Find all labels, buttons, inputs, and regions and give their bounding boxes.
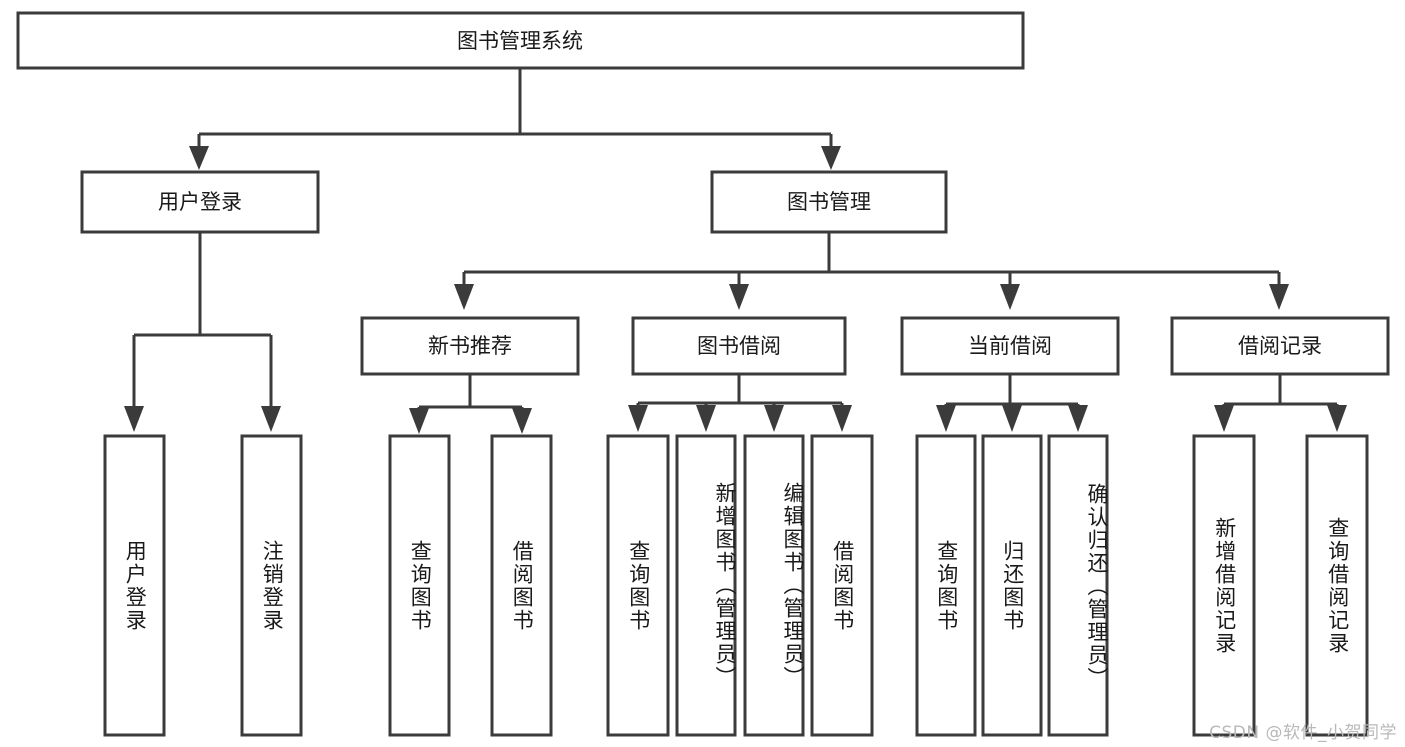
leaf-query-book-1-box[interactable] [388, 434, 451, 737]
node-user-login-label: 用户登录 [158, 190, 242, 214]
arrowhead-leaf-borrow-book-1 [512, 408, 532, 434]
node-borrow-record[interactable]: 借阅记录 [1170, 316, 1390, 376]
arrowhead-leaf-query-book-2 [628, 405, 648, 432]
leaf-logout-box[interactable] [240, 434, 303, 737]
leaf-add-record-box[interactable] [1192, 434, 1256, 737]
leaf-confirm-return-box[interactable] [1047, 434, 1109, 737]
node-book-borrow-label: 图书借阅 [697, 334, 781, 358]
arrowhead-leaf-add-record [1214, 405, 1234, 432]
node-root-box[interactable] [16, 11, 1025, 70]
node-current-borrow-box[interactable] [900, 316, 1120, 376]
node-current-borrow-label: 当前借阅 [968, 334, 1052, 358]
node-borrow-record-label: 借阅记录 [1238, 334, 1322, 358]
node-new-book-recommend[interactable]: 新书推荐 [360, 316, 580, 376]
node-root-label: 图书管理系统 [457, 29, 583, 53]
leaf-query-book-2-box[interactable] [606, 434, 670, 737]
arrowhead-leaf-user-login [124, 406, 144, 432]
leaf-borrow-book-2-box[interactable] [810, 434, 874, 737]
arrowhead-leaf-query-book-1 [409, 408, 429, 434]
leaf-borrow-book-1-box[interactable] [490, 434, 553, 737]
arrowhead-book-management [821, 146, 841, 170]
arrowhead-leaf-logout [261, 406, 281, 432]
arrowhead-leaf-confirm-return [1068, 405, 1088, 432]
node-book-borrow-box[interactable] [631, 316, 847, 376]
arrowhead-current-borrow [1000, 284, 1020, 310]
watermark-text: CSDN @软件_小贺同学 [1209, 723, 1397, 743]
node-book-management-label: 图书管理 [787, 190, 871, 214]
arrowhead-leaf-query-record [1327, 405, 1347, 432]
arrowhead-new-book-recommend [454, 284, 474, 310]
node-book-management-box[interactable] [710, 170, 948, 234]
leaf-return-book-box[interactable] [981, 434, 1043, 737]
node-book-borrow[interactable]: 图书借阅 [631, 316, 847, 376]
arrowhead-borrow-record [1269, 284, 1289, 310]
leaf-user-login-box[interactable] [103, 434, 166, 737]
arrowhead-leaf-borrow-book-2 [832, 405, 852, 432]
arrowhead-leaf-edit-book [764, 405, 784, 432]
node-current-borrow[interactable]: 当前借阅 [900, 316, 1120, 376]
leaf-add-book-box[interactable] [675, 434, 737, 737]
node-book-management[interactable]: 图书管理 [710, 170, 948, 234]
arrowhead-leaf-query-book-3 [936, 405, 956, 432]
arrowhead-book-borrow [729, 284, 749, 310]
arrowhead-user-login [189, 146, 209, 170]
leaf-edit-book-box[interactable] [743, 434, 805, 737]
leaf-query-book-3-box[interactable] [915, 434, 977, 737]
node-borrow-record-box[interactable] [1170, 316, 1390, 376]
node-new-book-recommend-box[interactable] [360, 316, 580, 376]
arrowhead-leaf-add-book [696, 405, 716, 432]
node-new-book-recommend-label: 新书推荐 [428, 334, 512, 358]
arrowhead-leaf-return-book [1002, 405, 1022, 432]
node-user-login[interactable]: 用户登录 [80, 170, 320, 234]
leaf-query-record-box[interactable] [1305, 434, 1369, 737]
node-root[interactable]: 图书管理系统 [16, 11, 1025, 70]
